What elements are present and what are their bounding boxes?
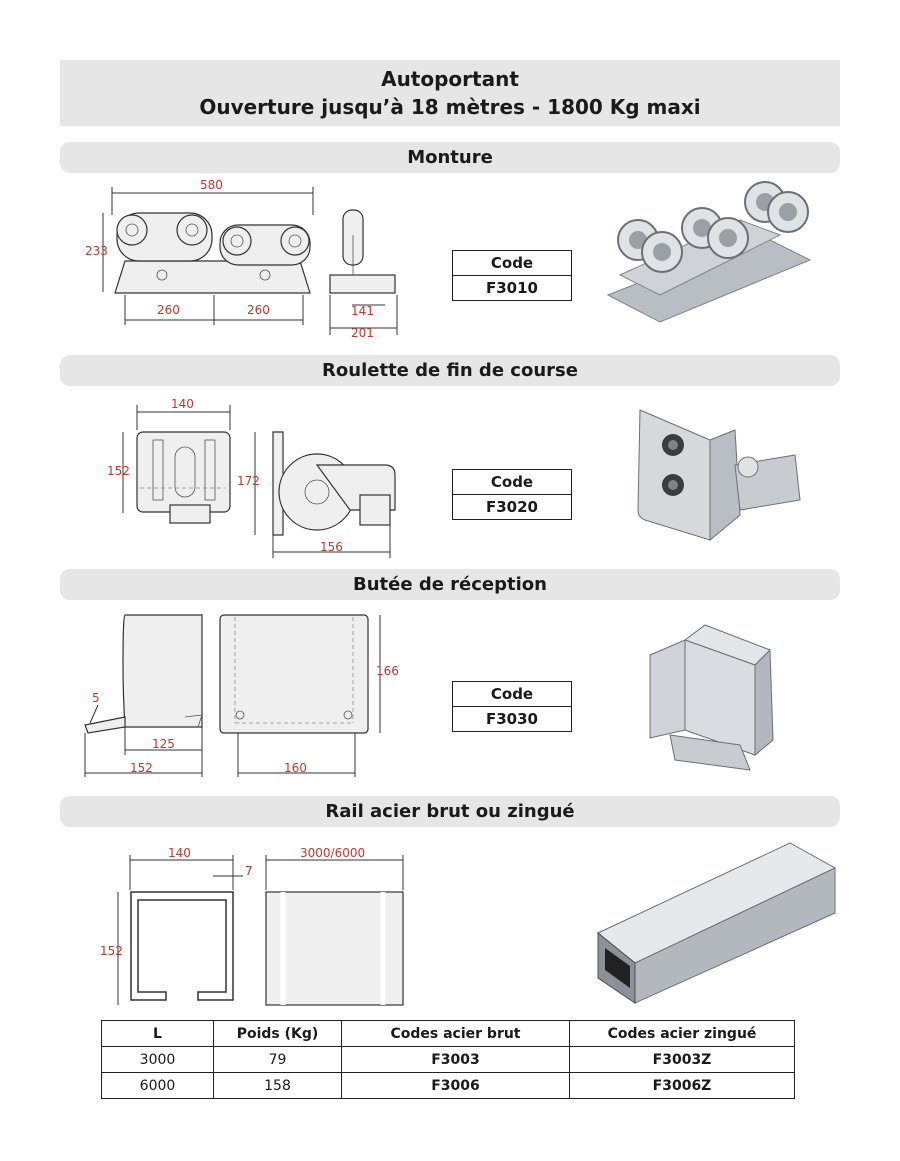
- wheel: [116, 214, 148, 246]
- table-row: 6000 158 F3006 F3006Z: [101, 1072, 795, 1099]
- col-header-l: L: [101, 1020, 214, 1047]
- dim-160: 160: [284, 761, 307, 775]
- roulette-photo: [637, 409, 801, 542]
- cell-code-brut: F3006: [341, 1072, 570, 1099]
- dim-rail-7: 7: [245, 864, 253, 878]
- dim-5: 5: [92, 691, 100, 705]
- dim-rail-length: 3000/6000: [300, 846, 365, 860]
- table-row: 3000 79 F3003 F3003Z: [101, 1046, 795, 1073]
- code-label: Code: [490, 685, 534, 703]
- cell-l: 3000: [101, 1046, 214, 1073]
- roulette-side-bolt: [359, 494, 391, 526]
- table-header-row: L Poids (Kg) Codes acier brut Codes acie…: [101, 1020, 795, 1047]
- cell-l: 6000: [101, 1072, 214, 1099]
- dim-580: 580: [200, 178, 223, 192]
- rail-drawing: 140 7 152 3000/6000: [100, 846, 404, 1006]
- cell-code-zingue: F3006Z: [569, 1072, 795, 1099]
- butee-photo: [649, 624, 774, 771]
- rail-side-view: [265, 891, 404, 1006]
- dim-260-left: 260: [157, 303, 180, 317]
- col-header-brut: Codes acier brut: [341, 1020, 570, 1047]
- dim-166: 166: [376, 664, 399, 678]
- header-subtitle: Ouverture jusqu’à 18 mètres - 1800 Kg ma…: [199, 95, 701, 119]
- dim-260-right: 260: [247, 303, 270, 317]
- cell-code-zingue: F3003Z: [569, 1046, 795, 1073]
- code-box-f3020: Code F3020: [452, 469, 572, 520]
- roulette-side-plate: [272, 431, 284, 536]
- roulette-bolt: [169, 504, 211, 524]
- section-title-butee: Butée de réception: [60, 569, 840, 600]
- monture-photo: [606, 181, 812, 323]
- cell-code-brut: F3003: [341, 1046, 570, 1073]
- code-value: F3010: [453, 275, 571, 300]
- monture-side-base: [329, 274, 396, 294]
- dim-172: 172: [237, 474, 260, 488]
- roulette-drawing: 140 152 172 156: [107, 397, 396, 558]
- section-title-roulette: Roulette de fin de course: [60, 355, 840, 386]
- monture-drawing: 580 233 260 260 141 201: [85, 178, 398, 340]
- dim-152: 152: [107, 464, 130, 478]
- dim-156: 156: [320, 540, 343, 554]
- roulette-front-plate: [136, 431, 231, 513]
- code-label: Code: [490, 473, 534, 491]
- header-title: Autoportant: [381, 67, 519, 91]
- section-title-monture: Monture: [60, 142, 840, 173]
- rail-profile: [130, 891, 234, 1001]
- butee-side-view: [122, 614, 203, 728]
- dim-152b: 152: [130, 761, 153, 775]
- wheel: [222, 226, 252, 256]
- dim-233: 233: [85, 244, 108, 258]
- code-box-f3030: Code F3030: [452, 681, 572, 732]
- cell-poids: 79: [213, 1046, 342, 1073]
- code-box-f3010: Code F3010: [452, 250, 572, 301]
- wheel: [176, 214, 208, 246]
- col-header-zingue: Codes acier zingué: [569, 1020, 795, 1047]
- dim-125: 125: [152, 737, 175, 751]
- page-header: Autoportant Ouverture jusqu’à 18 mètres …: [60, 60, 840, 126]
- dim-141: 141: [351, 304, 374, 318]
- code-value: F3030: [453, 706, 571, 731]
- butee-drawing: 5 125 152 166 160: [84, 614, 399, 777]
- butee-front-view: [219, 614, 369, 734]
- dim-rail-152: 152: [100, 944, 123, 958]
- section-title-rail: Rail acier brut ou zingué: [60, 796, 840, 827]
- dim-140: 140: [171, 397, 194, 411]
- dim-rail-140: 140: [168, 846, 191, 860]
- code-value: F3020: [453, 494, 571, 519]
- rail-spec-table: L Poids (Kg) Codes acier brut Codes acie…: [101, 1020, 795, 1099]
- monture-base: [114, 260, 311, 294]
- dim-201: 201: [351, 326, 374, 340]
- wheel: [280, 226, 310, 256]
- cell-poids: 158: [213, 1072, 342, 1099]
- code-label: Code: [490, 254, 534, 272]
- rail-photo: [597, 842, 837, 1004]
- col-header-poids: Poids (Kg): [213, 1020, 342, 1047]
